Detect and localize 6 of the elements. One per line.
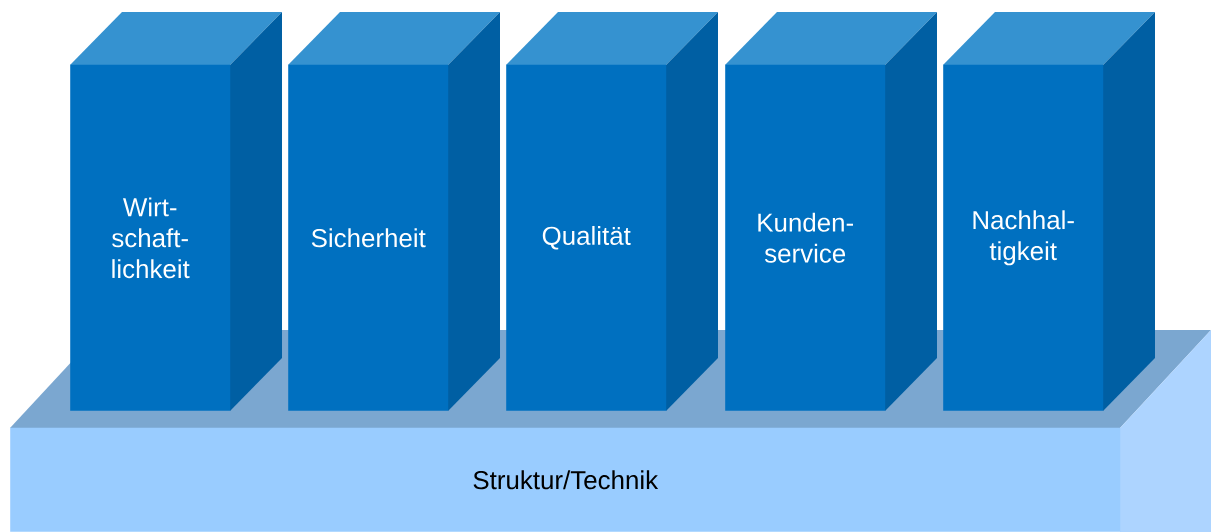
- pillar-block: Sicherheit: [288, 12, 500, 411]
- node-label: Struktur/Technik: [473, 470, 659, 490]
- pillar-block: Qualität: [506, 12, 718, 411]
- pillar-block: Wirt- schaft- lichkeit: [70, 12, 282, 411]
- pillar-block: Kunden- service: [725, 12, 937, 411]
- pillar-block: Nachhal- tigkeit: [943, 12, 1155, 411]
